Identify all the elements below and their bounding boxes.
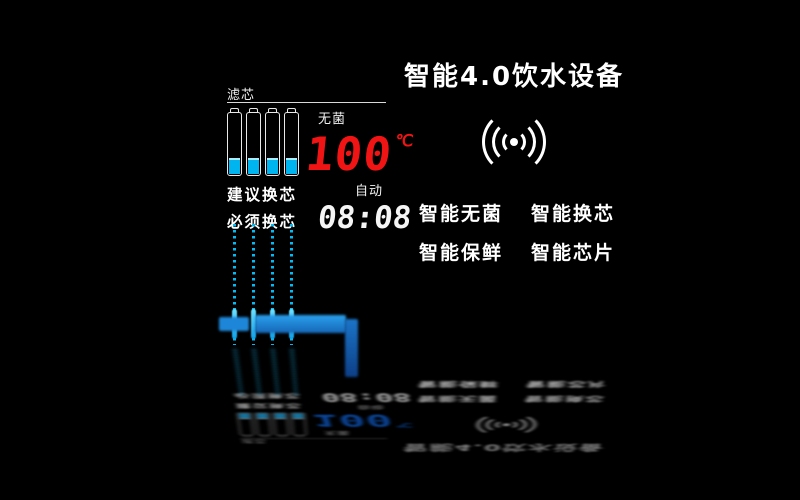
filter-cap: [268, 108, 277, 113]
drip-line: [252, 224, 255, 345]
clock-block: 自动 08:08: [318, 180, 411, 234]
feature-item-sterile: 智能无菌: [419, 199, 503, 226]
reflection-filter-cartridge-icon: [291, 413, 307, 436]
reflection-temperature-unit: ℃: [395, 422, 415, 429]
feature-item-fresh-keeping: 智能保鲜: [419, 238, 503, 265]
filter-level-fill: [267, 158, 278, 174]
filter-section-divider: [227, 102, 386, 103]
reflection-feature-item-sterile: 智能无菌: [418, 394, 499, 404]
filter-cartridge-icon: [227, 112, 242, 176]
panel-reflection: 智能4.0饮水设备 滤芯 建议换芯 必须换芯 无菌 100℃ 自动 08:08: [0, 346, 800, 500]
reflection-filter-cartridge-icon: [255, 413, 272, 436]
reflection-filter-level-fill: [257, 413, 268, 419]
clock-display: 08:08: [316, 203, 413, 234]
reflection-feature-item-chip: 智能芯片: [526, 380, 609, 390]
temperature-block: 无菌 100℃: [306, 108, 413, 177]
reflection-page-title: 智能4.0饮水设备: [404, 442, 606, 455]
sterile-label: 无菌: [318, 108, 413, 127]
reflection-filter-cap: [243, 435, 252, 437]
drip-line: [290, 224, 293, 345]
temperature-display: 100℃: [304, 131, 416, 177]
reflection-filter-level-fill: [275, 413, 286, 419]
reflection-filter-cartridge-icon: [273, 413, 289, 436]
filter-section-label: 滤芯: [227, 84, 397, 103]
feature-list: 智能无菌 智能换芯 智能保鲜 智能芯片: [419, 199, 615, 265]
temperature-value: 100: [303, 127, 395, 181]
reflection-broadcast-signal-icon: [462, 413, 552, 436]
reflection-filter-cap: [296, 435, 304, 437]
reflection-filter-cap: [261, 435, 270, 437]
filter-cartridge-icon: [265, 112, 280, 176]
reflection-drip-line: [271, 348, 279, 395]
filter-cap: [230, 108, 239, 113]
display-panel: 智能4.0饮水设备 滤芯 建议换芯 必须换芯 无菌 100℃ 自动 08:08: [0, 0, 800, 350]
reflection-auto-mode-label: 自动: [357, 404, 411, 411]
reflection-clock-block: 自动 08:08: [321, 391, 411, 411]
reflection-feature-list: 智能无菌 智能换芯 智能保鲜 智能芯片: [418, 380, 609, 405]
filter-cap: [287, 108, 296, 113]
signal-arc: [482, 110, 546, 174]
reflection-filter-section-label: 滤芯: [241, 438, 398, 445]
feature-item-chip: 智能芯片: [531, 238, 615, 265]
filter-cap: [249, 108, 258, 113]
reflection-display-panel: 智能4.0饮水设备 滤芯 建议换芯 必须换芯 无菌 100℃ 自动 08:08: [0, 346, 800, 473]
broadcast-signal-icon: [467, 112, 561, 176]
reflection-temperature-value: 100: [309, 411, 396, 430]
temperature-unit: ℃: [395, 131, 416, 150]
auto-mode-label: 自动: [355, 180, 411, 199]
reflection-signal-arc: [476, 413, 538, 436]
reflection-filter-cap: [278, 435, 286, 437]
reflection-clock-display: 08:08: [320, 391, 413, 403]
feature-item-filter-change: 智能换芯: [531, 199, 615, 226]
reflection-filter-level-fill: [293, 413, 304, 419]
reflection-temperature-block: 无菌 100℃: [311, 412, 412, 436]
reflection-drip-line: [252, 348, 261, 395]
reflection-drip-line: [233, 348, 243, 395]
reflection-filter-level-fill: [239, 413, 250, 419]
filter-level-fill: [286, 158, 297, 174]
reflection-temperature-display: 100℃: [309, 412, 414, 428]
page-title: 智能4.0饮水设备: [404, 56, 624, 93]
filter-level-fill: [229, 158, 240, 174]
filter-cartridge-icon: [246, 112, 261, 176]
filter-level-fill: [248, 158, 259, 174]
drip-line: [271, 224, 274, 345]
drip-line: [233, 224, 236, 345]
filter-cartridge-icon: [284, 112, 299, 176]
reflection-feature-item-fresh-keeping: 智能保鲜: [418, 380, 500, 390]
reflection-drip-line: [290, 348, 297, 395]
reflection-sterile-label: 无菌: [324, 430, 412, 437]
reflection-feature-item-filter-change: 智能换芯: [524, 394, 606, 404]
reflection-filter-cartridge-icon: [237, 413, 254, 436]
